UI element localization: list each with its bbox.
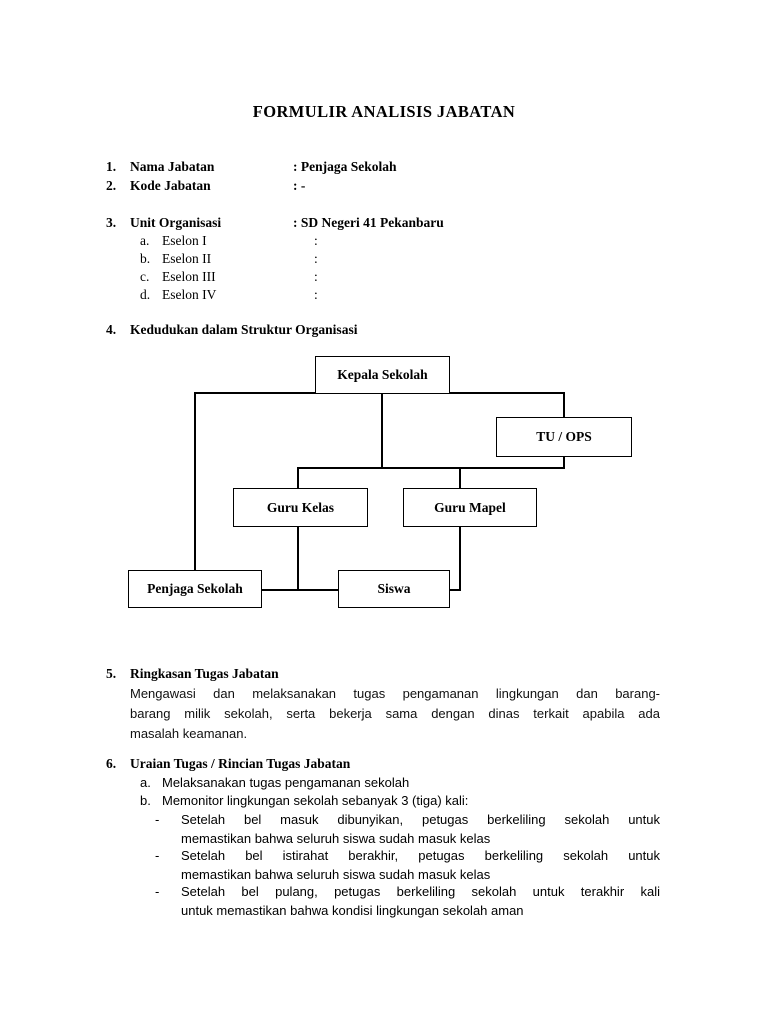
section-6-heading: 6. Uraian Tugas / Rincian Tugas Jabatan [106,755,706,773]
org-node-guru-kelas[interactable]: Guru Kelas [233,488,368,527]
field-label: Kode Jabatan [130,178,211,193]
connector-guru-kelas-down [297,467,299,489]
sub-letter: a. [140,233,150,248]
sub-label: Eselon II [162,251,212,266]
field-label: Unit Organisasi [130,215,222,230]
field-value-text: SD Negeri 41 Pekanbaru [300,215,444,230]
org-node-label: Kepala Sekolah [337,367,428,382]
org-node-label: TU / OPS [536,429,592,444]
connector-guru-mapel-to-bottom [459,526,461,591]
dash-marker: - [155,848,160,863]
sub-letter: c. [140,269,150,284]
field-separator: : [293,159,301,174]
field-value: : - [293,177,305,195]
field-separator: : [293,215,301,230]
connector-kepala-down [381,393,383,468]
dash-text: Setelah bel masuk dibunyikan, petugas be… [181,810,660,848]
section-6-dash-item-2: - Setelah bel istirahat berakhir, petuga… [155,846,660,884]
org-node-tu-ops[interactable]: TU / OPS [496,417,632,457]
sub-value: : [314,232,318,250]
org-node-label: Penjaga Sekolah [147,581,243,596]
dash-marker: - [155,884,160,899]
section-5-body: Mengawasi dan melaksanakan tugas pengama… [130,684,660,744]
field-separator: : [293,178,301,193]
section-title: Ringkasan Tugas Jabatan [130,666,279,681]
org-node-label: Siswa [377,581,411,596]
sub-letter: d. [140,287,151,302]
sub-value: : [314,286,318,304]
field-label: Nama Jabatan [130,159,215,174]
field-row-unit-organisasi: 3.Unit Organisasi: SD Negeri 41 Pekanbar… [106,214,706,232]
field-number: 3. [106,215,117,230]
connector-left-vertical [194,392,196,572]
org-node-label: Guru Mapel [434,499,506,515]
dash-line-2: memastikan bahwa seluruh siswa sudah mas… [181,867,491,882]
org-node-kepala-sekolah[interactable]: Kepala Sekolah [315,356,450,394]
sub-row-eselon-ii: b. Eselon II: [140,250,700,268]
dash-line-1: Setelah bel pulang, petugas berkeliling … [181,884,660,899]
section-6-item-b: b. Memonitor lingkungan sekolah sebanyak … [140,791,468,811]
section-6-dash-item-1: - Setelah bel masuk dibunyikan, petugas … [155,810,660,848]
sub-separator: : [314,251,318,266]
sub-label: Eselon IV [162,287,217,302]
connector-guru-mapel-down [459,467,461,489]
sub-letter: b. [140,251,151,266]
section-6-dash-item-3: - Setelah bel pulang, petugas berkelilin… [155,882,660,920]
sub-row-eselon-iv: d. Eselon IV: [140,286,700,304]
sub-separator: : [314,269,318,284]
field-value-text: Penjaga Sekolah [300,159,397,174]
field-row-kode-jabatan: 2.Kode Jabatan: - [106,177,706,195]
section-4-heading: 4. Kedudukan dalam Struktur Organisasi [106,321,706,339]
field-value-text: - [300,178,306,193]
section-number: 5. [106,666,117,681]
section-number: 6. [106,756,117,771]
field-number: 1. [106,159,117,174]
section-number: 4. [106,322,117,337]
sub-separator: : [314,233,318,248]
connector-mid-bus [297,467,565,469]
dash-line-2: untuk memastikan bahwa kondisi lingkunga… [181,903,524,918]
section-title: Uraian Tugas / Rincian Tugas Jabatan [130,756,351,771]
sub-row-eselon-i: a. Eselon I: [140,232,700,250]
connector-guru-kelas-to-bottom [297,526,299,591]
dash-text: Setelah bel pulang, petugas berkeliling … [181,882,660,920]
list-marker: a. [140,775,151,790]
sub-value: : [314,250,318,268]
section-5-body-line-2: barang milik sekolah, serta bekerja sama… [130,706,660,721]
section-title: Kedudukan dalam Struktur Organisasi [130,322,358,337]
list-text: Memonitor lingkungan sekolah sebanyak 3 … [162,793,469,808]
dash-line-1: Setelah bel masuk dibunyikan, petugas be… [181,812,660,827]
sub-value: : [314,268,318,286]
list-text: Melaksanakan tugas pengamanan sekolah [162,775,410,790]
section-5-body-line-3: masalah keamanan. [130,726,248,741]
page-title: FORMULIR ANALISIS JABATAN [252,102,516,121]
org-node-label: Guru Kelas [266,499,335,515]
connector-right-vertical [563,392,565,468]
org-node-penjaga-sekolah[interactable]: Penjaga Sekolah [128,570,262,608]
org-node-siswa[interactable]: Siswa [338,570,450,608]
list-marker: b. [140,793,151,808]
section-5-body-line-1: Mengawasi dan melaksanakan tugas pengama… [130,686,660,701]
sub-separator: : [314,287,318,302]
connector-bottom-horizontal [261,589,461,591]
field-value: : Penjaga Sekolah [293,158,397,176]
field-value: : SD Negeri 41 Pekanbaru [293,214,444,232]
dash-text: Setelah bel istirahat berakhir, petugas … [181,846,660,884]
section-6-item-a: a. Melaksanakan tugas pengamanan sekolah [140,773,409,793]
sub-row-eselon-iii: c. Eselon III: [140,268,700,286]
dash-line-1: Setelah bel istirahat berakhir, petugas … [181,848,660,863]
sub-label: Eselon III [162,269,216,284]
field-row-nama-jabatan: 1.Nama Jabatan: Penjaga Sekolah [106,158,706,176]
dash-marker: - [155,812,160,827]
connector-kepala-horizontal [194,392,565,394]
section-5-heading: 5. Ringkasan Tugas Jabatan [106,665,706,683]
org-node-guru-mapel[interactable]: Guru Mapel [403,488,537,527]
dash-line-2: memastikan bahwa seluruh siswa sudah mas… [181,831,491,846]
sub-label: Eselon I [162,233,207,248]
field-number: 2. [106,178,117,193]
